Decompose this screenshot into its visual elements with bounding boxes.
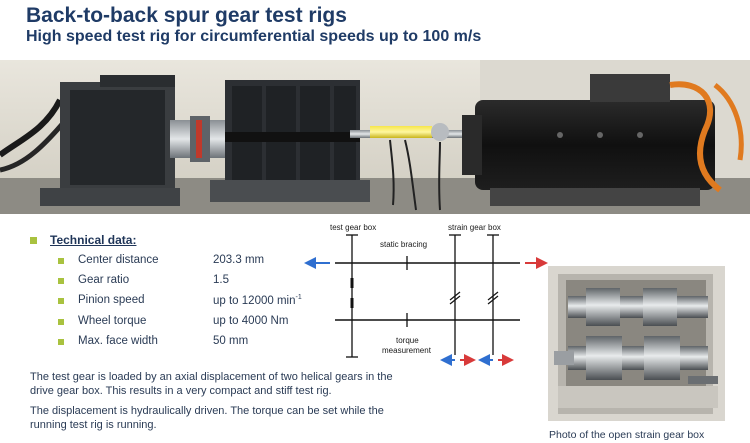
- spec-label: Wheel torque: [78, 315, 147, 327]
- page-title: Back-to-back spur gear test rigs: [26, 4, 347, 27]
- spec-label: Pinion speed: [78, 294, 145, 306]
- spec-label: Gear ratio: [78, 274, 130, 286]
- bullet-icon: [58, 339, 64, 345]
- description-paragraph-2: The displacement is hydraulically driven…: [30, 405, 384, 431]
- spec-value: 50 mm: [213, 335, 249, 347]
- bullet-icon: [58, 319, 64, 325]
- test-gear-box-label: test gear box: [330, 223, 376, 232]
- strain-gear-box-photo: [548, 266, 725, 421]
- technical-data-bullet: [30, 237, 37, 244]
- description-paragraph-1: The test gear is loaded by an axial disp…: [30, 371, 393, 397]
- test-rig-schematic: test gear box strain gear box static bra…: [300, 220, 550, 368]
- test-rig-photo: [0, 60, 750, 214]
- spec-value: 1.5: [213, 274, 229, 286]
- spec-value-exponent: -1: [295, 294, 302, 301]
- spec-value: up to 4000 Nm: [213, 315, 289, 327]
- technical-data-heading: Technical data:: [50, 233, 137, 247]
- spec-label: Max. face width: [78, 335, 158, 347]
- spec-label: Center distance: [78, 254, 159, 266]
- measurement-label: measurement: [382, 346, 432, 355]
- gear-box-photo-caption: Photo of the open strain gear box: [549, 429, 705, 441]
- spec-value: 203.3 mm: [213, 254, 265, 266]
- page-subtitle: High speed test rig for circumferential …: [26, 28, 482, 45]
- bullet-icon: [58, 278, 64, 284]
- torque-label: torque: [396, 336, 419, 345]
- spec-value: up to 12000 min: [213, 294, 296, 307]
- bullet-icon: [58, 258, 64, 264]
- static-bracing-label: static bracing: [380, 240, 427, 249]
- strain-gear-box-label: strain gear box: [448, 223, 501, 232]
- bullet-icon: [58, 298, 64, 304]
- spec-value-wrap: up to 12000 min-1: [213, 294, 302, 307]
